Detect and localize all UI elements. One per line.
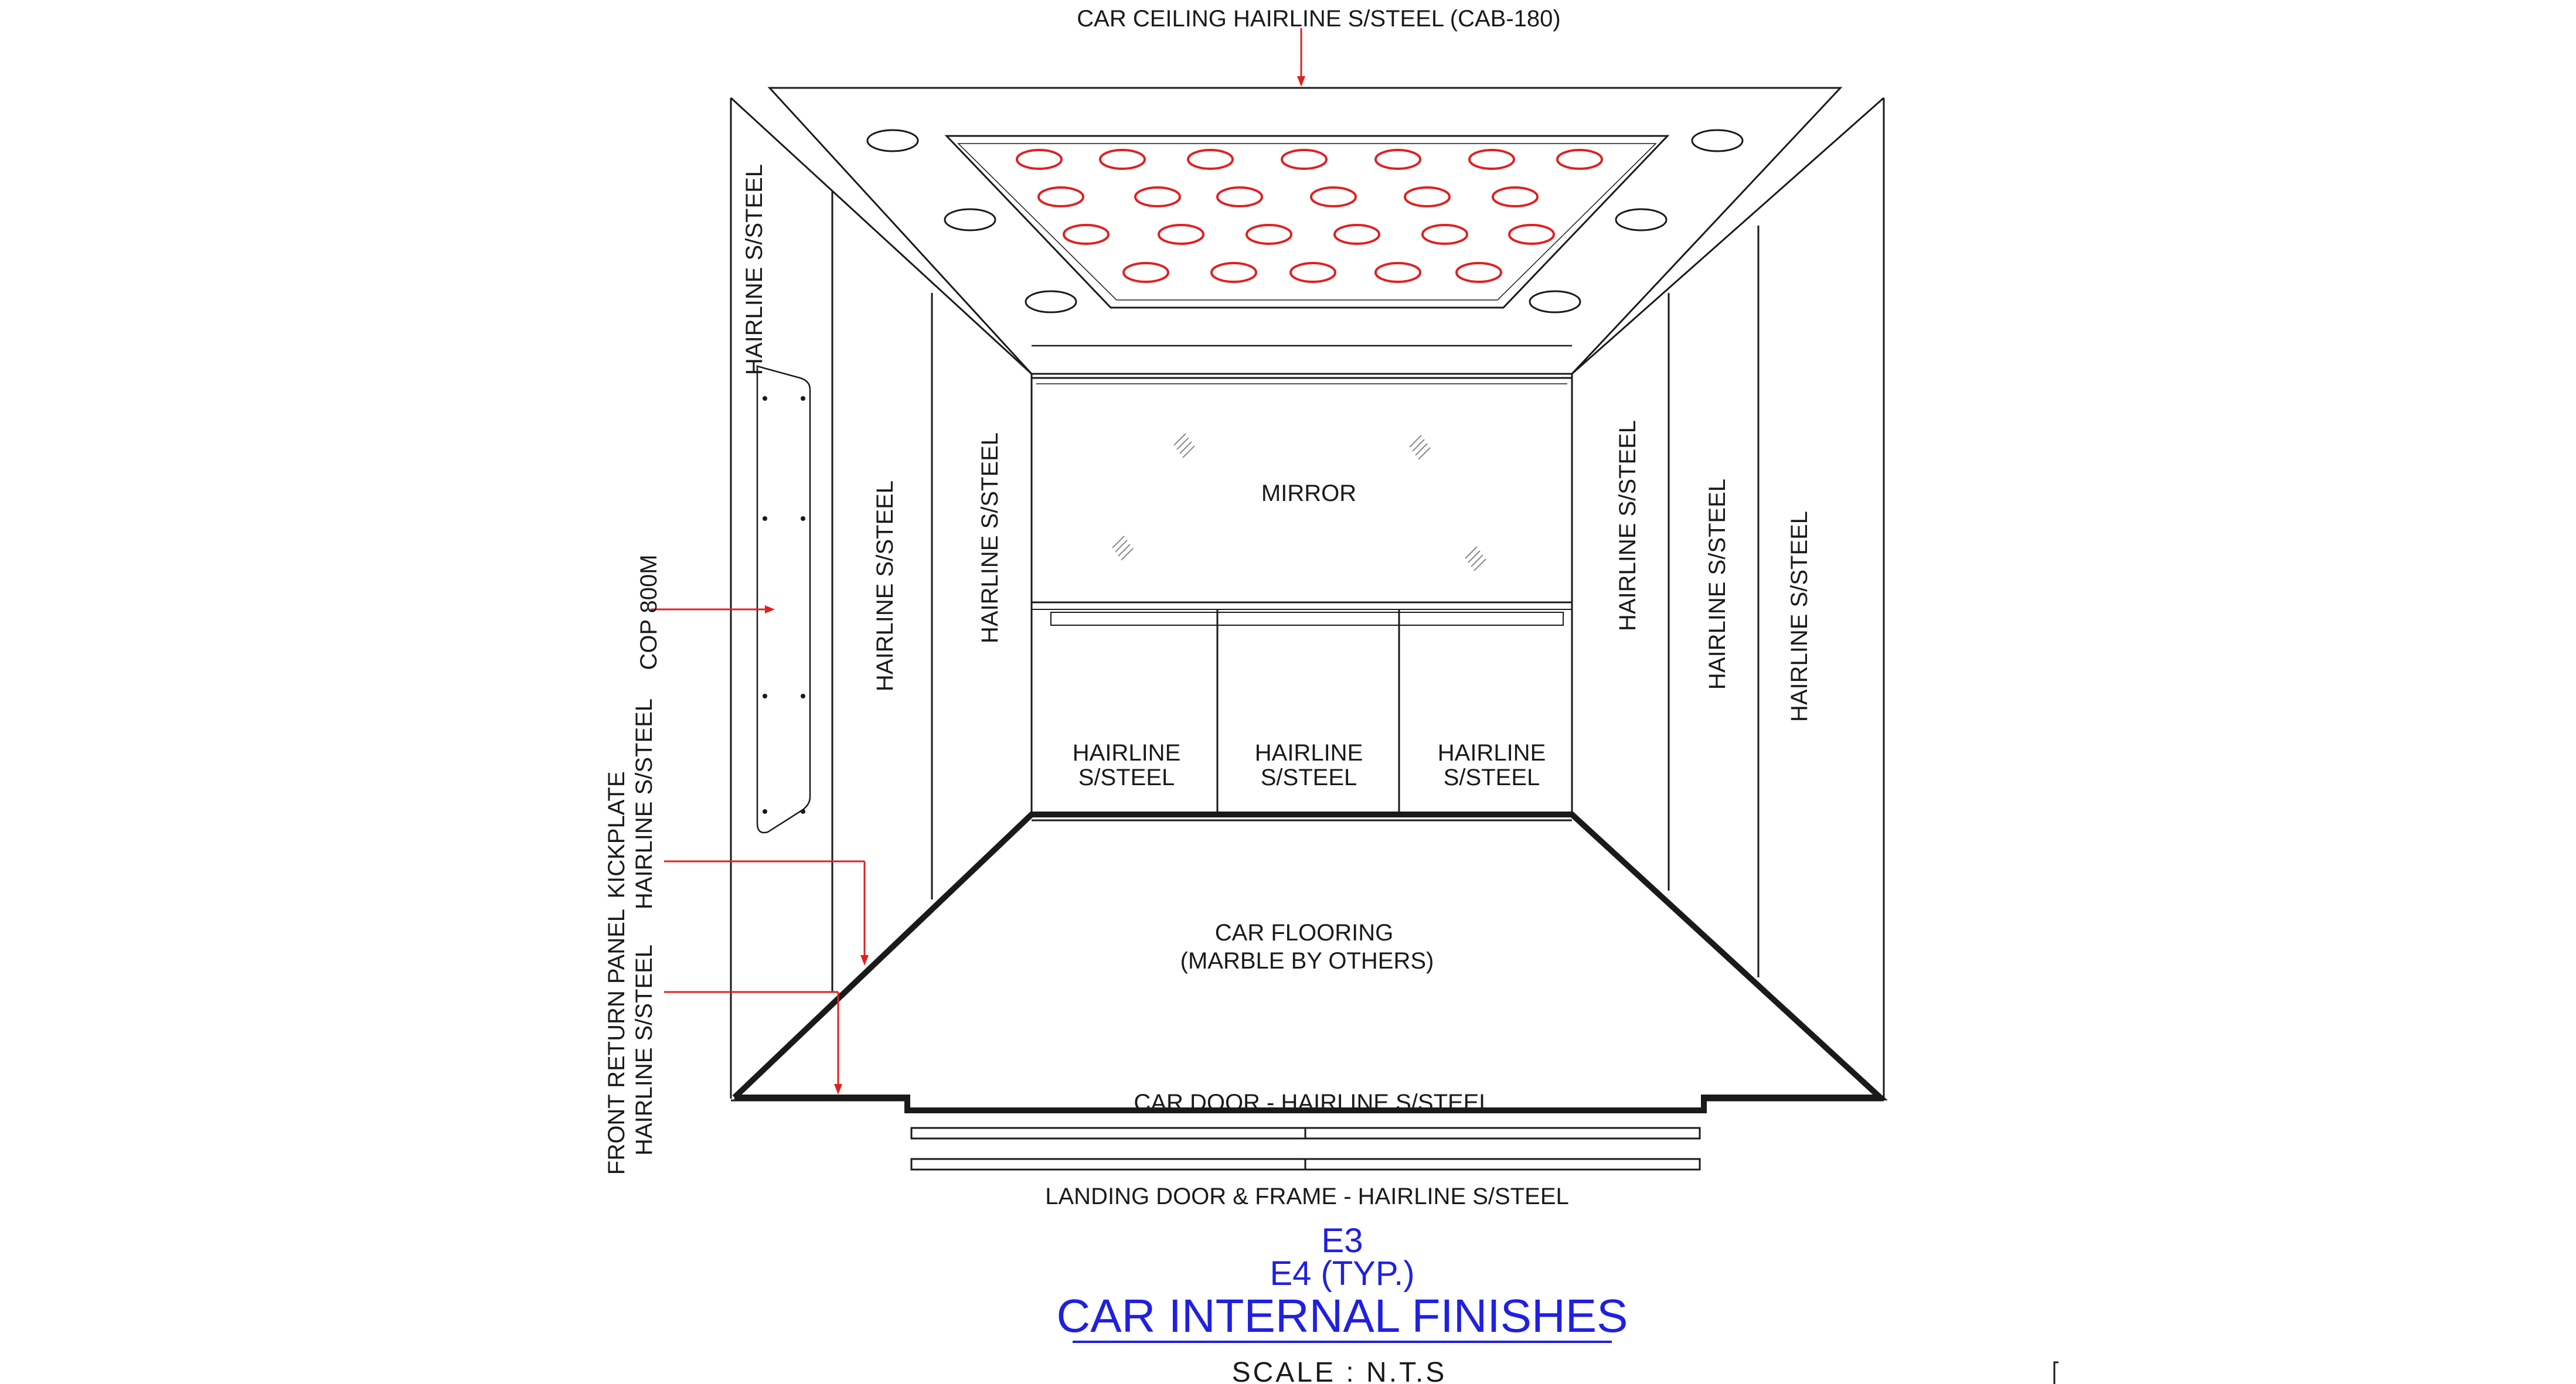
left-mid-wall-label: HAIRLINE S/STEEL xyxy=(872,480,898,691)
ceiling-light xyxy=(1216,186,1263,207)
back-wall xyxy=(1030,377,1573,813)
sheet-corner-mark xyxy=(2053,1361,2058,1384)
leader-lines xyxy=(651,28,1305,1095)
ceiling-light xyxy=(1016,149,1063,170)
kickplate-label-line1: KICKPLATE xyxy=(604,771,629,898)
ceiling-light xyxy=(1246,224,1292,245)
floor-and-doors xyxy=(731,812,1888,1171)
right-outer-wall-label: HAIRLINE S/STEEL xyxy=(1786,511,1812,722)
floor-label-line1: CAR FLOORING xyxy=(1215,920,1393,946)
ceiling-light-array xyxy=(1016,149,1603,283)
ceiling-light xyxy=(1289,262,1336,283)
floor-outline xyxy=(732,812,1888,1113)
scale-note: SCALE : N.T.S xyxy=(1232,1357,1447,1384)
ceiling-light xyxy=(1455,262,1502,283)
back-panel-3-line2: S/STEEL xyxy=(1444,765,1540,790)
kickplate-label-line2: HAIRLINE S/STEEL xyxy=(631,698,657,909)
cop-panel xyxy=(756,365,811,834)
ceiling-downlights xyxy=(866,129,1744,313)
ceiling-label: CAR CEILING HAIRLINE S/STEEL (CAB-180) xyxy=(1077,6,1560,32)
ceiling-light xyxy=(1492,186,1539,207)
mirror-reflection-marks xyxy=(1112,433,1486,571)
drawing-title: CAR INTERNAL FINISHES xyxy=(1057,1290,1628,1342)
left-wall xyxy=(730,98,1033,1099)
ceiling-light xyxy=(1281,149,1328,170)
floor-label-line2: (MARBLE BY OTHERS) xyxy=(1180,948,1434,974)
ceiling-light xyxy=(1421,224,1468,245)
title-block: E3 E4 (TYP.) CAR INTERNAL FINISHES SCALE… xyxy=(1057,1222,1628,1384)
front-return-label-line2: HAIRLINE S/STEEL xyxy=(631,945,657,1155)
ceiling-light xyxy=(1037,186,1084,207)
ref-e3: E3 xyxy=(1322,1222,1363,1260)
ceiling-light xyxy=(1404,186,1451,207)
handrail xyxy=(1050,612,1564,626)
ceiling-light xyxy=(1134,186,1181,207)
back-panel-2-line2: S/STEEL xyxy=(1261,765,1357,790)
ceiling-light xyxy=(1158,224,1204,245)
landing-door-label: LANDING DOOR & FRAME - HAIRLINE S/STEEL xyxy=(1045,1184,1569,1209)
cop-label: COP 800M xyxy=(636,554,662,670)
ceiling-light xyxy=(1374,149,1421,170)
ceiling-light xyxy=(1187,149,1234,170)
ceiling-light xyxy=(1310,186,1357,207)
ceiling-light xyxy=(1063,224,1110,245)
ceiling-light xyxy=(1122,262,1169,283)
right-mid-wall-label: HAIRLINE S/STEEL xyxy=(1704,479,1730,690)
ceiling-light xyxy=(1099,149,1146,170)
ceiling-light xyxy=(1556,149,1603,170)
ceiling-light xyxy=(1333,224,1380,245)
back-panel-1-line1: HAIRLINE xyxy=(1073,740,1181,766)
right-inner-wall-label: HAIRLINE S/STEEL xyxy=(1615,420,1641,631)
mirror-panel xyxy=(1030,377,1573,604)
left-inner-wall-label: HAIRLINE S/STEEL xyxy=(977,432,1003,643)
back-panel-3-line1: HAIRLINE xyxy=(1438,740,1546,766)
mirror-label: MIRROR xyxy=(1261,480,1356,506)
ceiling-light xyxy=(1468,149,1515,170)
back-panel-2-line1: HAIRLINE xyxy=(1255,740,1363,766)
ceiling-light xyxy=(1508,224,1555,245)
ceiling-light xyxy=(1374,262,1421,283)
ceiling-light xyxy=(1210,262,1257,283)
cop-screws xyxy=(763,396,805,814)
ceiling xyxy=(730,87,1884,375)
back-panel-1-line2: S/STEEL xyxy=(1078,765,1175,790)
front-return-label-line1: FRONT RETURN PANEL xyxy=(604,909,629,1175)
ref-e4-typ: E4 (TYP.) xyxy=(1270,1255,1414,1293)
left-outer-wall-label: HAIRLINE S/STEEL xyxy=(741,164,767,375)
car-door-label: CAR DOOR - HAIRLINE S/STEEL xyxy=(1134,1090,1492,1116)
